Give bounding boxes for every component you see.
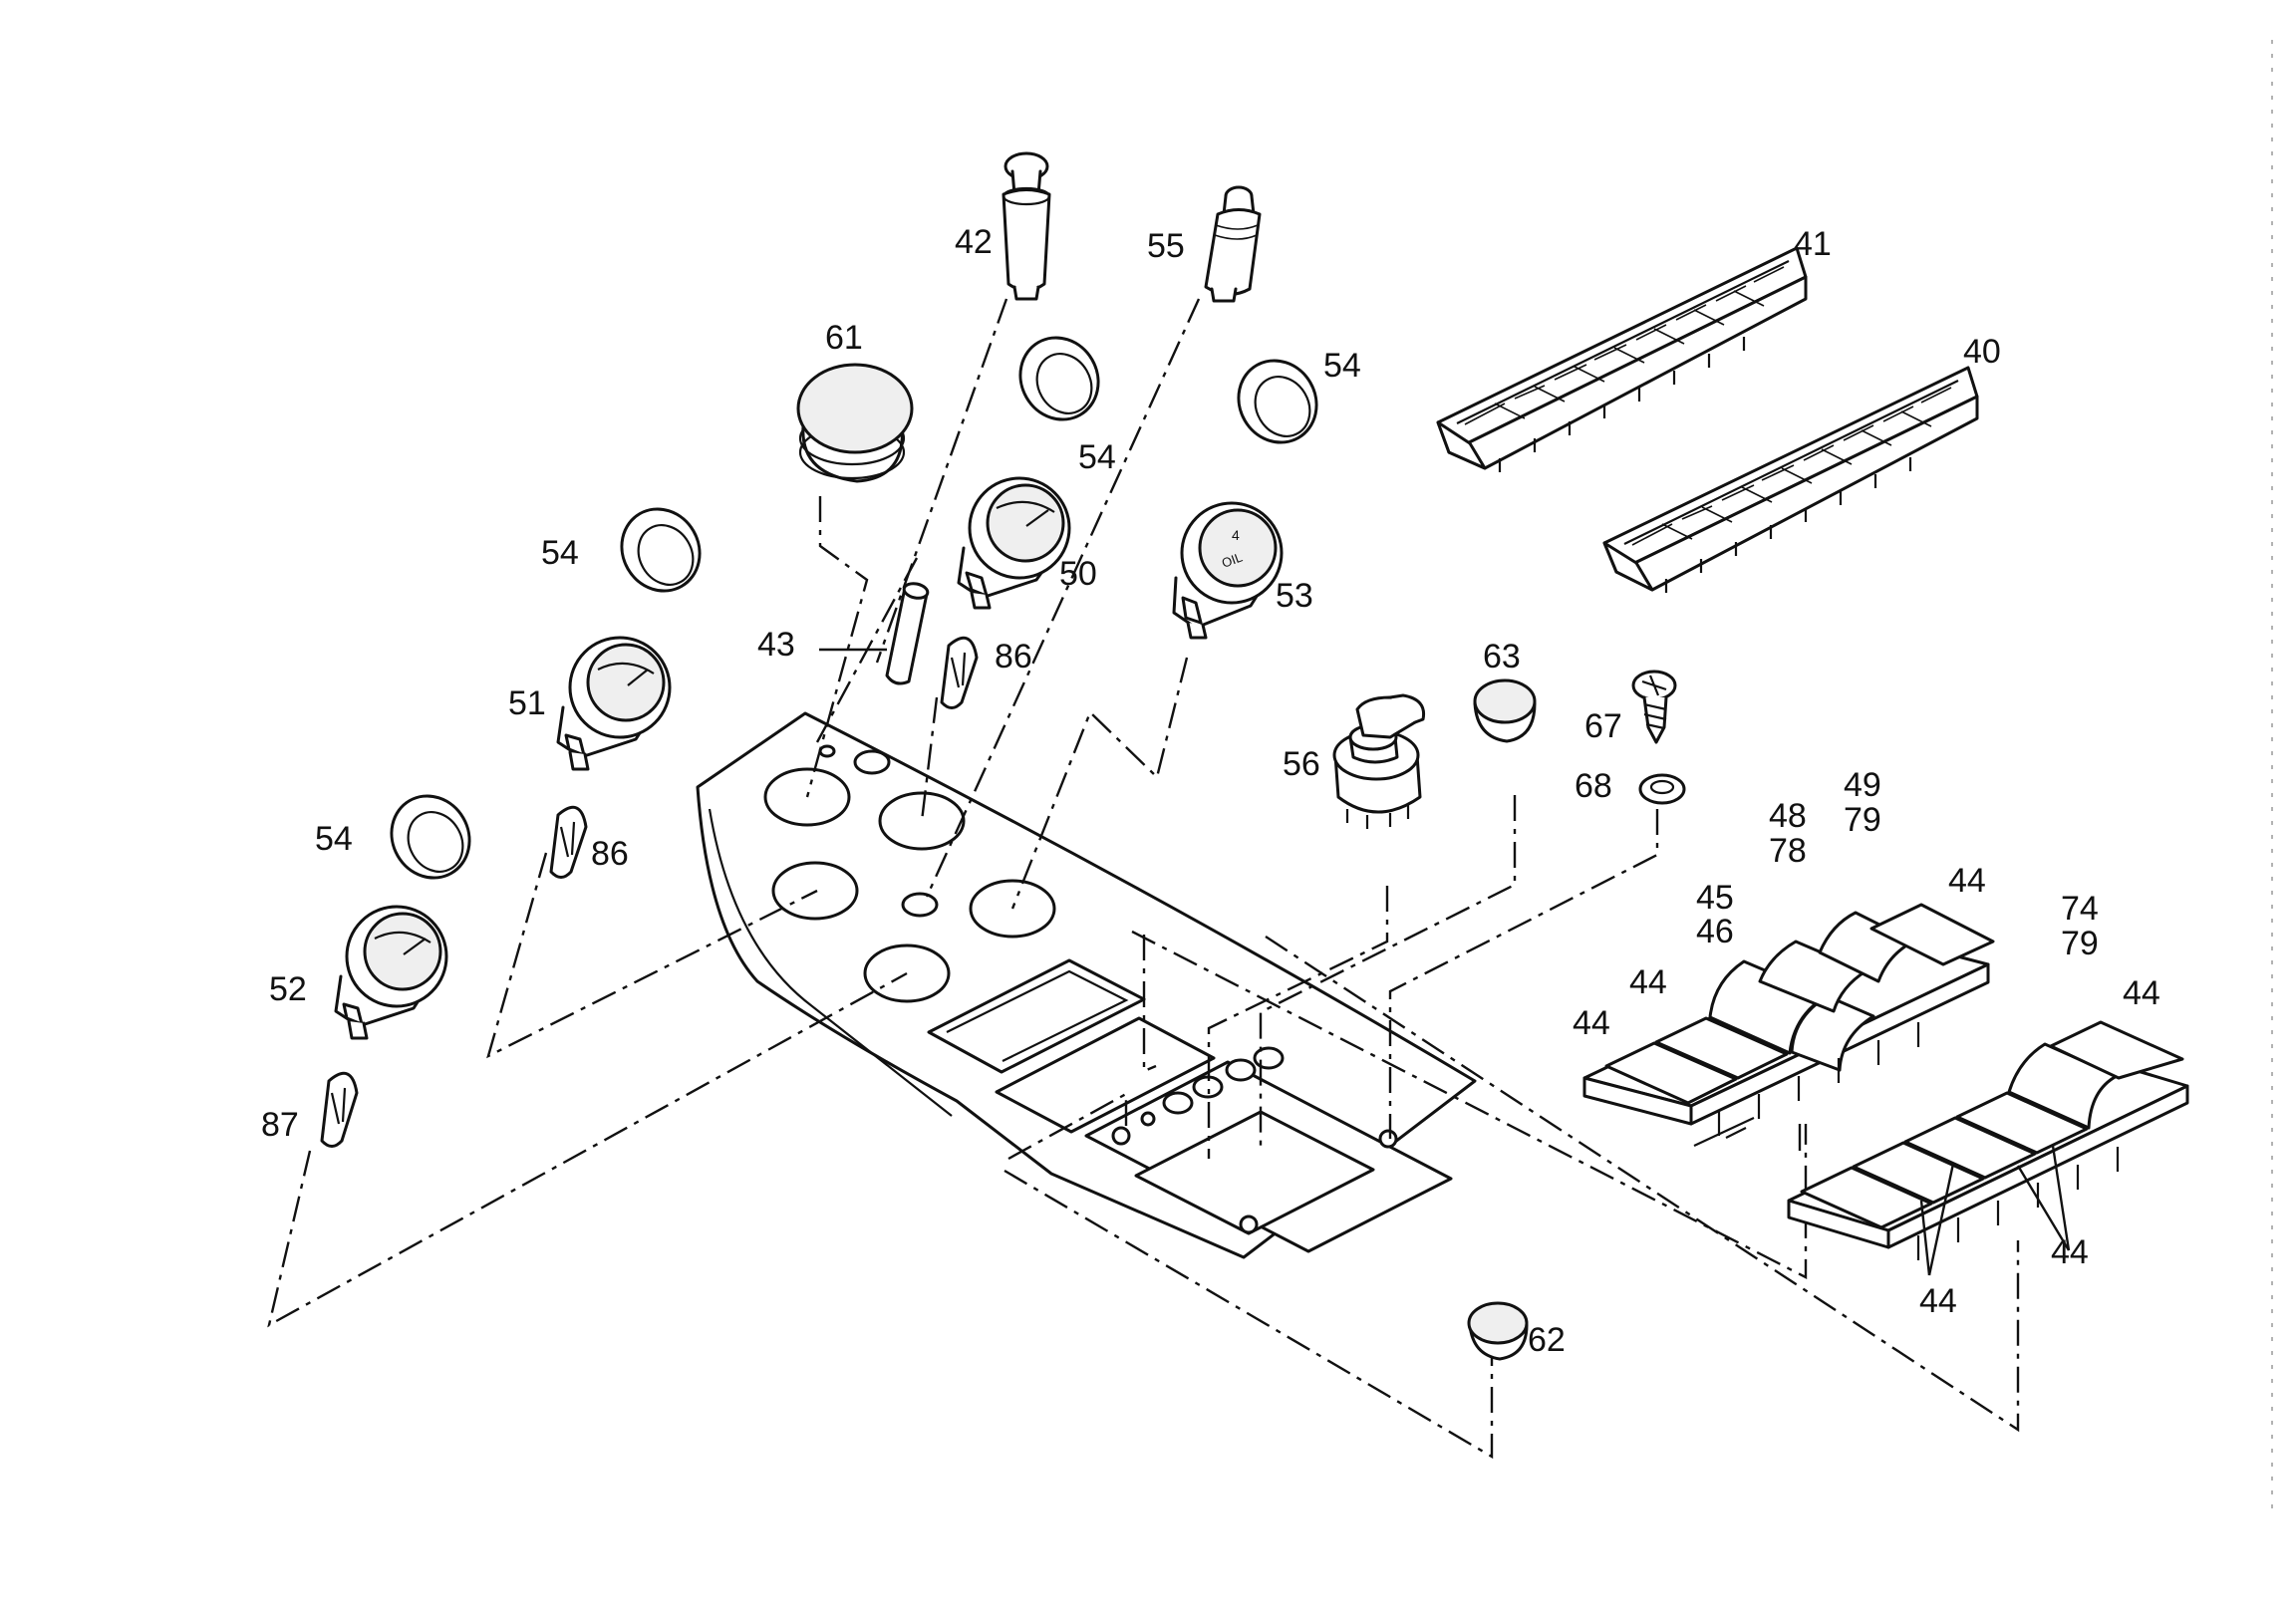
bezel-54-b [1237, 359, 1318, 444]
callout-44-a: 44 [1948, 862, 1986, 900]
panel-hole-86 [901, 892, 939, 918]
bezel-54-d [390, 794, 471, 880]
callout-44-c: 44 [1573, 1004, 1610, 1042]
callout-54-b: 54 [1323, 347, 1361, 385]
panel-hole-43 [853, 749, 891, 775]
bulb-86-a [940, 636, 979, 709]
panel-hole-b [1140, 1111, 1156, 1127]
callout-86-b: 86 [591, 835, 629, 873]
indicator-light-strip-40 [1602, 366, 1979, 593]
washer-68 [1638, 773, 1686, 805]
callout-52: 52 [269, 970, 307, 1008]
callout-49: 49 [1844, 766, 1881, 804]
callout-62: 62 [1528, 1321, 1566, 1359]
gauge-52 [334, 905, 448, 1040]
gauge-53: 4 OIL [1172, 501, 1284, 640]
panel-hole-f [1253, 1046, 1285, 1070]
panel-slot-2 [995, 1016, 1216, 1134]
bulb-87 [320, 1071, 359, 1148]
callout-53: 53 [1276, 577, 1313, 615]
callout-42: 42 [955, 223, 993, 261]
indicator-light-strip-41 [1436, 246, 1808, 472]
callout-68: 68 [1575, 767, 1612, 805]
callout-79-a: 79 [1844, 801, 1881, 839]
callout-54-a: 54 [1078, 438, 1116, 476]
callout-86-a: 86 [995, 638, 1032, 675]
callout-67: 67 [1584, 707, 1622, 745]
cigar-lighter-42 [1002, 151, 1051, 301]
callout-43: 43 [757, 626, 795, 664]
rocker-switch-bank-upper [1582, 903, 1995, 1147]
callouts: 41 40 42 55 61 54 54 54 54 50 53 43 86 5… [261, 223, 2160, 1359]
callout-44-b: 44 [1629, 963, 1667, 1001]
gauge-53-label-top: 4 [1232, 527, 1240, 543]
callout-45: 45 [1696, 879, 1734, 917]
ignition-switch-56 [1332, 693, 1426, 829]
callout-56: 56 [1283, 745, 1320, 783]
callout-44-e: 44 [2051, 1233, 2089, 1271]
panel-hole-50 [878, 791, 966, 851]
tube-43 [885, 582, 930, 685]
panel-hole-small [818, 744, 836, 758]
callout-51: 51 [508, 684, 546, 722]
callout-55: 55 [1147, 227, 1185, 265]
leader-lines [267, 298, 2020, 1460]
callout-50: 50 [1059, 555, 1097, 593]
callout-74: 74 [2061, 890, 2099, 928]
callout-54-d: 54 [315, 820, 353, 858]
rocker-switch-bank-lower [1787, 1020, 2189, 1260]
callout-79-b: 79 [2061, 925, 2099, 962]
panel-hole-g [1378, 1129, 1398, 1149]
panel-hole-h [1239, 1214, 1259, 1234]
panel-hole-a [1111, 1126, 1131, 1146]
callout-48: 48 [1769, 797, 1807, 835]
solid-leaders [819, 648, 2071, 1276]
blank-plug-61 [796, 363, 914, 483]
callout-44-f: 44 [1919, 1282, 1957, 1320]
bezel-54-a [1018, 336, 1100, 421]
gauge-50 [957, 476, 1071, 610]
bulb-86-b [549, 805, 588, 879]
gauge-51 [556, 636, 672, 771]
callout-63: 63 [1483, 638, 1521, 675]
callout-46: 46 [1696, 913, 1734, 950]
push-switch-55 [1204, 185, 1262, 303]
cap-62 [1467, 1301, 1529, 1361]
panel-slot-3 [1134, 1110, 1375, 1235]
callout-41: 41 [1794, 225, 1832, 263]
callout-78: 78 [1769, 832, 1807, 870]
bezel-54-c [620, 507, 702, 593]
callout-40: 40 [1963, 333, 2001, 371]
screw-67 [1631, 670, 1677, 744]
callout-44-d: 44 [2123, 974, 2160, 1012]
callout-87: 87 [261, 1106, 299, 1144]
cap-63 [1473, 678, 1537, 743]
panel-hole-c [1162, 1091, 1194, 1115]
callout-54-c: 54 [541, 534, 579, 572]
callout-61: 61 [825, 319, 863, 357]
gauge-53-label-bottom: OIL [1220, 550, 1245, 571]
panel-hole-e [1225, 1058, 1257, 1082]
